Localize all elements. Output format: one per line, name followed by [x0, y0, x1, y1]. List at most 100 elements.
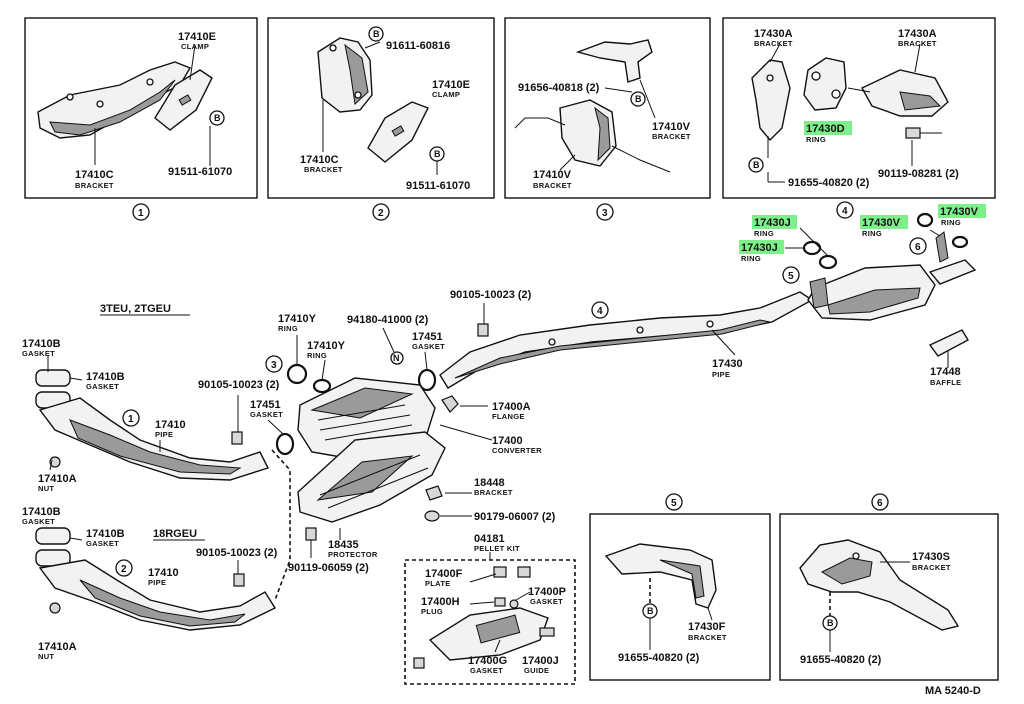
plug-17400h-drawing: [494, 597, 506, 607]
gasket-17400p-drawing: [509, 599, 519, 609]
engine-variant-label: 18RGEU: [153, 528, 197, 540]
part-number: 17410Y: [278, 313, 317, 325]
bolt-marker-letter: B: [635, 94, 642, 104]
part-name: BRACKET: [533, 181, 572, 190]
panel-4: B 17430A BRACKET 17430A BRACKET 17430D R…: [748, 28, 959, 189]
part-number: 17430F: [688, 621, 726, 633]
leader-line: [321, 359, 326, 381]
bracket-shade: [659, 559, 705, 599]
part-number: 17430J: [741, 242, 778, 254]
part-name: GASKET: [412, 342, 445, 351]
part-number: 17400: [492, 435, 523, 447]
converter-rib: [319, 414, 411, 431]
leader-line: [707, 607, 713, 621]
bracket-17430s-drawing: [799, 539, 960, 631]
leader-line: [604, 87, 633, 93]
leader-line: [364, 41, 381, 49]
leader-line: [69, 537, 83, 541]
pipe-hanger-dot: [636, 326, 644, 334]
part-name: GASKET: [22, 517, 55, 526]
part-name: PIPE: [148, 578, 166, 587]
bracket-rod: [611, 145, 671, 173]
highlight-17430v: [938, 204, 986, 218]
leader-line: [469, 573, 497, 583]
front-pipe-lower: [35, 449, 291, 631]
bolt-drawing: [233, 573, 245, 587]
leader-line: [639, 79, 656, 119]
clamp-slot: [391, 125, 405, 137]
part-number: 17410B: [86, 371, 125, 383]
part-number: 17451: [412, 331, 443, 343]
part-name: PELLET KIT: [474, 544, 520, 553]
pipe-17410-drawing: [38, 559, 277, 631]
part-number: 17430V: [862, 217, 901, 229]
part-name: CLAMP: [181, 42, 209, 51]
part-number: 91511-61070: [406, 180, 470, 192]
converter-plug-marker: [390, 351, 404, 365]
panel-3: B 91656-40818 (2) 17410V BRACKET 17410V …: [514, 39, 691, 190]
part-name: RING: [741, 254, 761, 263]
leader-line: [559, 154, 576, 171]
callout-badge: [122, 409, 140, 427]
leader-line: [49, 459, 53, 471]
bolt-marker-letter: B: [373, 29, 380, 39]
pellet-grid: [475, 614, 521, 644]
callout-number: 6: [877, 498, 883, 509]
bracket-shade: [344, 43, 369, 106]
panel-2: B B 91611-60816 17410E CLAMP 17410C BRAC…: [300, 26, 470, 192]
bolt-marker-letter: B: [647, 606, 654, 616]
part-number: 17410C: [75, 169, 114, 181]
part-number: 90179-06007 (2): [474, 511, 556, 523]
pipe-hanger-dot: [706, 320, 714, 328]
diagram-reference-code: MA 5240-D: [925, 685, 981, 697]
ring-17430v-drawing: [951, 235, 969, 249]
muffler-bracket: [809, 277, 829, 309]
protector-rib: [319, 454, 421, 496]
ring-17410y-drawing: [286, 363, 308, 385]
pipe-shade: [454, 319, 771, 379]
muffler-shade: [827, 287, 921, 315]
highlight-17430j: [752, 215, 797, 229]
engine-variant-label: 3TEU, 2TGEU: [100, 303, 171, 315]
part-number: 17400H: [421, 596, 460, 608]
part-number: 17410Y: [307, 340, 346, 352]
callout-number: 1: [128, 414, 134, 425]
part-name: RING: [278, 324, 298, 333]
part-number: 04181: [474, 533, 505, 545]
bracket-rod: [514, 117, 566, 129]
muffler-outlet-drawing: [928, 259, 977, 285]
part-name: RING: [754, 229, 774, 238]
callout-number: 3: [271, 360, 277, 371]
part-name: BRACKET: [474, 488, 513, 497]
ring-17430j-drawing: [802, 240, 822, 256]
bolt-90119-drawing: [905, 127, 921, 139]
converter-rib: [317, 404, 406, 421]
bracket-hole: [96, 100, 104, 108]
bracket-hole: [766, 74, 774, 82]
part-name: RING: [806, 135, 826, 144]
bolt-marker-letter: B: [827, 618, 834, 628]
part-number: 17400G: [468, 655, 507, 667]
pipe-shade: [69, 419, 242, 475]
bracket-17430a-left-drawing: [751, 59, 791, 142]
part-number: 17410E: [178, 31, 216, 43]
nut-drawing: [424, 510, 440, 522]
nut-drawing: [49, 456, 61, 468]
gasket-drawing: [35, 527, 71, 545]
leader-line: [914, 43, 921, 73]
part-name: BRACKET: [304, 165, 343, 174]
part-name: BRACKET: [688, 633, 727, 642]
part-number: 17430D: [806, 123, 845, 135]
callout-badge: [782, 266, 800, 284]
leader-line: [439, 424, 493, 441]
pipe-shade: [79, 579, 246, 627]
callout-number: 4: [842, 206, 848, 217]
part-number: 17410E: [432, 79, 470, 91]
ring-hole: [811, 71, 821, 81]
bolt-marker-icon: [748, 157, 764, 173]
panel-1: B 17410E CLAMP 17410C BRACKET 91511-6107…: [37, 31, 232, 190]
upper-bracket-17410v-drawing: [575, 39, 653, 83]
bracket-hole: [66, 93, 74, 101]
panel-5-frame: [589, 513, 771, 681]
